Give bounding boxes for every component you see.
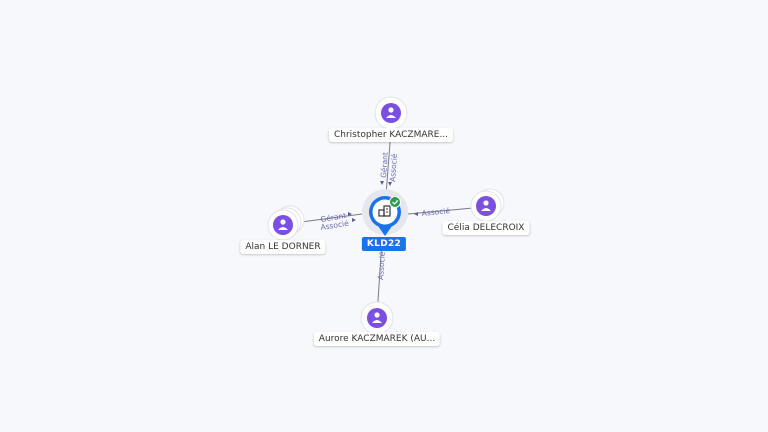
person-node-aurore[interactable] [360,301,394,335]
arrow-alan-2 [352,218,356,222]
building-icon [378,205,391,217]
edge-label-alan-associe: Associé [320,219,350,232]
arrow-alan-1 [348,212,352,216]
arrow-christopher-2 [388,182,392,186]
arrow-christopher-1 [380,181,384,185]
user-icon [372,312,382,323]
person-label-christopher[interactable]: Christopher KACZMARE... [328,128,454,142]
edge-label-alan-gerant: Gérant [320,211,347,224]
company-label[interactable]: KLD22 [361,237,407,251]
company-node[interactable] [362,189,408,236]
check-icon [389,196,401,208]
user-icon [481,200,491,211]
user-icon [278,219,288,230]
person-node-christopher[interactable] [374,96,408,130]
person-label-aurore[interactable]: Aurore KACZMAREK (AU... [313,332,441,346]
person-label-celia[interactable]: Célia DELECROIX [442,221,530,235]
edge-label-aurore-associe: Associé [376,251,387,280]
user-icon [386,107,396,118]
arrow-celia [414,212,418,216]
person-node-alan[interactable] [267,205,305,241]
edge-label-christopher-associe: Associé [388,153,399,182]
person-label-alan[interactable]: Alan LE DORNER [240,240,326,254]
person-node-celia[interactable] [470,188,505,222]
edge-label-celia-associe: Associé [421,206,451,218]
edge-label-christopher-gerant: Gérant [379,152,390,178]
